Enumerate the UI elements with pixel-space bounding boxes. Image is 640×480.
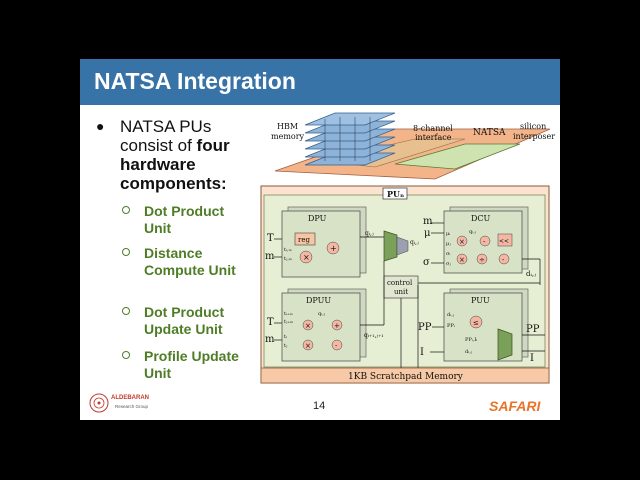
dcu-label: DCU xyxy=(471,214,491,223)
hbm-label: HBM xyxy=(277,122,298,131)
puu-d-ij-bottom: dᵢ,ⱼ xyxy=(465,349,473,355)
dcu-sigma-j: σⱼ xyxy=(446,261,451,267)
puu-label: PUU xyxy=(471,296,490,305)
puu-pp-i: PPᵢ xyxy=(447,323,455,329)
channel-label: 8-channel xyxy=(413,124,453,133)
natsa-label: NATSA xyxy=(473,128,506,138)
dpuu-t-im: tᵢ₊ₘ xyxy=(284,311,293,317)
puu-output-PP: PP xyxy=(526,324,540,335)
safari-logo: SAFARI xyxy=(489,398,541,414)
slide: NATSA Integration ● NATSA PUs consist of… xyxy=(80,59,560,420)
memory-label: memory xyxy=(271,132,305,141)
dcu-minus-2: - xyxy=(502,256,505,264)
dcu-output-d-ij: dᵢ,ⱼ xyxy=(526,270,536,278)
title-bar: NATSA Integration xyxy=(80,59,560,105)
bullet-dot-icon: ● xyxy=(96,118,105,134)
dcu-times-1: × xyxy=(459,238,465,246)
input-m-bottom: m xyxy=(265,334,275,345)
control-unit-label-2: unit xyxy=(394,288,408,296)
interposer-label: interposer xyxy=(513,132,555,141)
dpuu-plus: + xyxy=(334,322,340,330)
dpu-t-im: tᵢ,ₘ xyxy=(284,247,292,253)
dcu-q-ij: qᵢ,ⱼ xyxy=(469,229,477,235)
control-unit-label-1: control xyxy=(387,279,413,287)
dpuu-t-j: tⱼ xyxy=(284,343,288,349)
interface-label: interface xyxy=(415,133,452,142)
puu-input-PP: PP xyxy=(418,322,432,333)
logo-name: ALDEBARAN xyxy=(111,395,149,401)
dpuu-q-ij: qᵢ,ⱼ xyxy=(318,311,326,317)
mux-q-ij: qᵢ,ⱼ xyxy=(410,239,419,246)
dpu-plus-text: + xyxy=(330,244,337,253)
input-m-top: m xyxy=(265,251,275,262)
puu-d-ij-top: dᵢ,ⱼ xyxy=(447,312,455,318)
bullet-text-bold: four hardware components: xyxy=(120,136,230,193)
mux-top-arrow xyxy=(396,236,409,256)
reg-label: reg xyxy=(298,236,310,244)
mux-top xyxy=(383,230,398,262)
pu-block-diagram: PUₙ DPU reg + × tᵢ,ₘ tⱼ,ₘ T m qᵢ,ⱼ qᵢ,ⱼ … xyxy=(260,185,550,384)
dpu-q-ij: qᵢ,ⱼ xyxy=(365,230,374,237)
silicon-label: silicon xyxy=(520,122,546,131)
hbm-stack-diagram: HBM memory 8-channel interface NATSA sil… xyxy=(271,112,555,180)
dpu-t-jm: tⱼ,ₘ xyxy=(284,256,292,262)
dcu-shift: << xyxy=(499,238,509,245)
dpuu-times-1: × xyxy=(305,322,311,330)
pu-label: PUₙ xyxy=(387,189,404,199)
hbm-layers xyxy=(304,112,396,166)
puu-pp-ij: PPᵢ,Iᵢ xyxy=(465,337,477,343)
dpuu-label: DPUU xyxy=(306,296,331,305)
scratchpad-label: 1KB Scratchpad Memory xyxy=(348,372,464,382)
dcu-sigma-i: σᵢ xyxy=(446,251,450,257)
dpu-times-op xyxy=(299,250,313,264)
pu-label-box xyxy=(382,187,408,200)
dcu-input-m: m xyxy=(423,216,433,227)
dcu-input-sigma: σ xyxy=(423,257,430,268)
dcu-times-2: × xyxy=(459,256,465,264)
dpu-times-text: × xyxy=(303,253,310,262)
dpu-block: DPU reg + × tᵢ,ₘ tⱼ,ₘ xyxy=(281,206,367,278)
sub-item-label: Profile Update Unit xyxy=(144,348,239,381)
circle-bullet-icon xyxy=(122,206,130,214)
dpuu-minus: - xyxy=(335,342,338,350)
sub-item-label: Dot Product Unit xyxy=(144,203,225,236)
circle-bullet-icon xyxy=(122,307,130,315)
dcu-div: ÷ xyxy=(479,256,485,264)
dpu-label: DPU xyxy=(308,214,327,223)
dpuu-t-jm: tⱼ₊ₘ xyxy=(284,319,293,325)
aldebaran-logo: ALDEBARAN Research Group xyxy=(88,392,158,416)
sub-item-label: Distance Compute Unit xyxy=(144,245,236,278)
circle-bullet-icon xyxy=(122,248,130,256)
reg-box xyxy=(294,232,316,246)
puu-output-I: I xyxy=(530,353,534,364)
scratchpad-memory xyxy=(260,367,550,384)
sub-item-label: Dot Product Update Unit xyxy=(144,304,225,337)
puu-leq: ≤ xyxy=(473,319,479,327)
dcu-block: DCU × - << × ÷ - μᵢ μⱼ σᵢ σⱼ qᵢ,ⱼ xyxy=(443,206,529,274)
input-T-top: T xyxy=(267,233,274,244)
dpu-plus-op xyxy=(326,241,340,255)
puu-block: PUU ≤ dᵢ,ⱼ PPᵢ PPᵢ,Iᵢ dᵢ,ⱼ xyxy=(443,288,529,362)
input-T-bottom: T xyxy=(267,317,274,328)
logo-subtitle: Research Group xyxy=(115,404,149,409)
dcu-input-mu: μ xyxy=(424,228,431,239)
dcu-mu-j: μⱼ xyxy=(446,241,451,247)
dpuu-output-q: qᵢ₊₁,ⱼ₊₁ xyxy=(364,332,384,339)
dcu-mu-i: μᵢ xyxy=(446,231,450,237)
natsa-chip-shape xyxy=(394,143,521,170)
dpuu-block: DPUU × + × - tᵢ₊ₘ tⱼ₊ₘ tᵢ tⱼ qᵢ,ⱼ xyxy=(281,288,367,362)
puu-input-I: I xyxy=(420,347,424,358)
dcu-minus-1: - xyxy=(483,238,486,246)
page-number: 14 xyxy=(313,400,326,412)
aldebaran-logo-icon xyxy=(89,393,109,413)
circle-bullet-icon xyxy=(122,351,130,359)
slide-title: NATSA Integration xyxy=(94,68,296,94)
bullet-text-plain: NATSA PUs consist of xyxy=(120,117,212,155)
dpuu-t-i: tᵢ xyxy=(284,334,287,340)
dpuu-times-2: × xyxy=(305,342,311,350)
puu-mux xyxy=(497,328,513,361)
